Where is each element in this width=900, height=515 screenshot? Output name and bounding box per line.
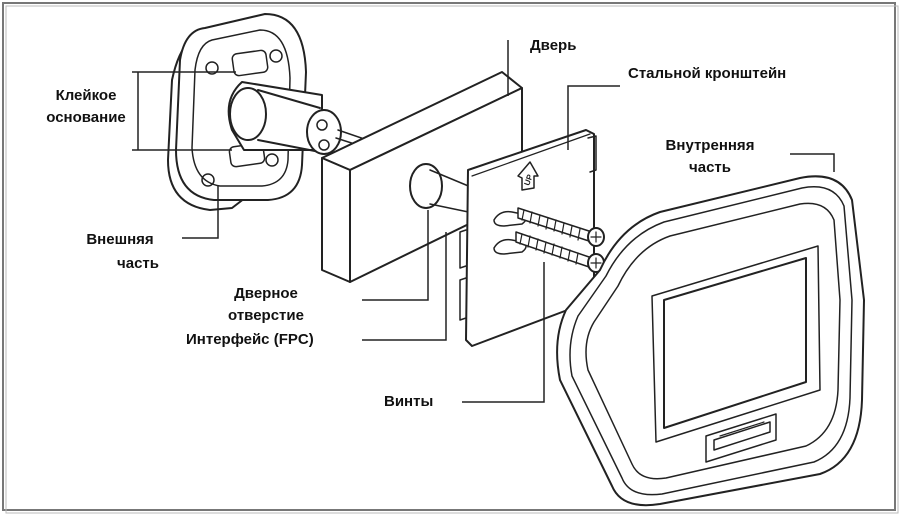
up-arrow-icon bbox=[517, 161, 539, 191]
up-arrow-label: UP bbox=[522, 173, 534, 187]
screw-1 bbox=[517, 207, 605, 247]
callout-inner-part bbox=[790, 153, 835, 172]
label-inner-part-line1: Внутренняя bbox=[665, 137, 755, 154]
label-adhesive-base-line1: Клейкое bbox=[55, 87, 117, 104]
inner-unit-button bbox=[713, 421, 771, 451]
door-hole bbox=[409, 163, 443, 209]
callout-steel-bracket bbox=[567, 85, 620, 150]
label-adhesive-base-line2: основание bbox=[46, 109, 126, 126]
callout-door-hole bbox=[362, 210, 429, 301]
label-screws: Винты bbox=[384, 393, 434, 410]
callout-screws bbox=[462, 262, 545, 403]
screws bbox=[515, 207, 605, 273]
label-steel-bracket: Стальной кронштейн bbox=[628, 65, 787, 82]
door-front bbox=[321, 157, 351, 283]
inner-unit-screen bbox=[663, 257, 807, 429]
callout-interface-fpc bbox=[362, 232, 447, 341]
frame-shadow bbox=[5, 5, 899, 514]
inner-unit bbox=[556, 175, 865, 507]
outer-unit bbox=[167, 13, 421, 211]
label-door-hole-line1: Дверное bbox=[234, 285, 298, 302]
screw-2 bbox=[515, 231, 605, 273]
label-door: Дверь bbox=[530, 37, 577, 54]
label-outer-part-line1: Внешняя bbox=[86, 231, 154, 248]
door-block bbox=[321, 71, 523, 283]
callout-outer-part bbox=[182, 186, 219, 239]
label-interface-fpc: Интерфейс (FPC) bbox=[186, 331, 314, 348]
label-outer-part-line2: часть bbox=[117, 255, 159, 272]
label-door-hole-line2: отверстие bbox=[228, 307, 304, 324]
callout-adhesive-base bbox=[132, 71, 236, 151]
label-inner-part-line2: часть bbox=[689, 159, 731, 176]
